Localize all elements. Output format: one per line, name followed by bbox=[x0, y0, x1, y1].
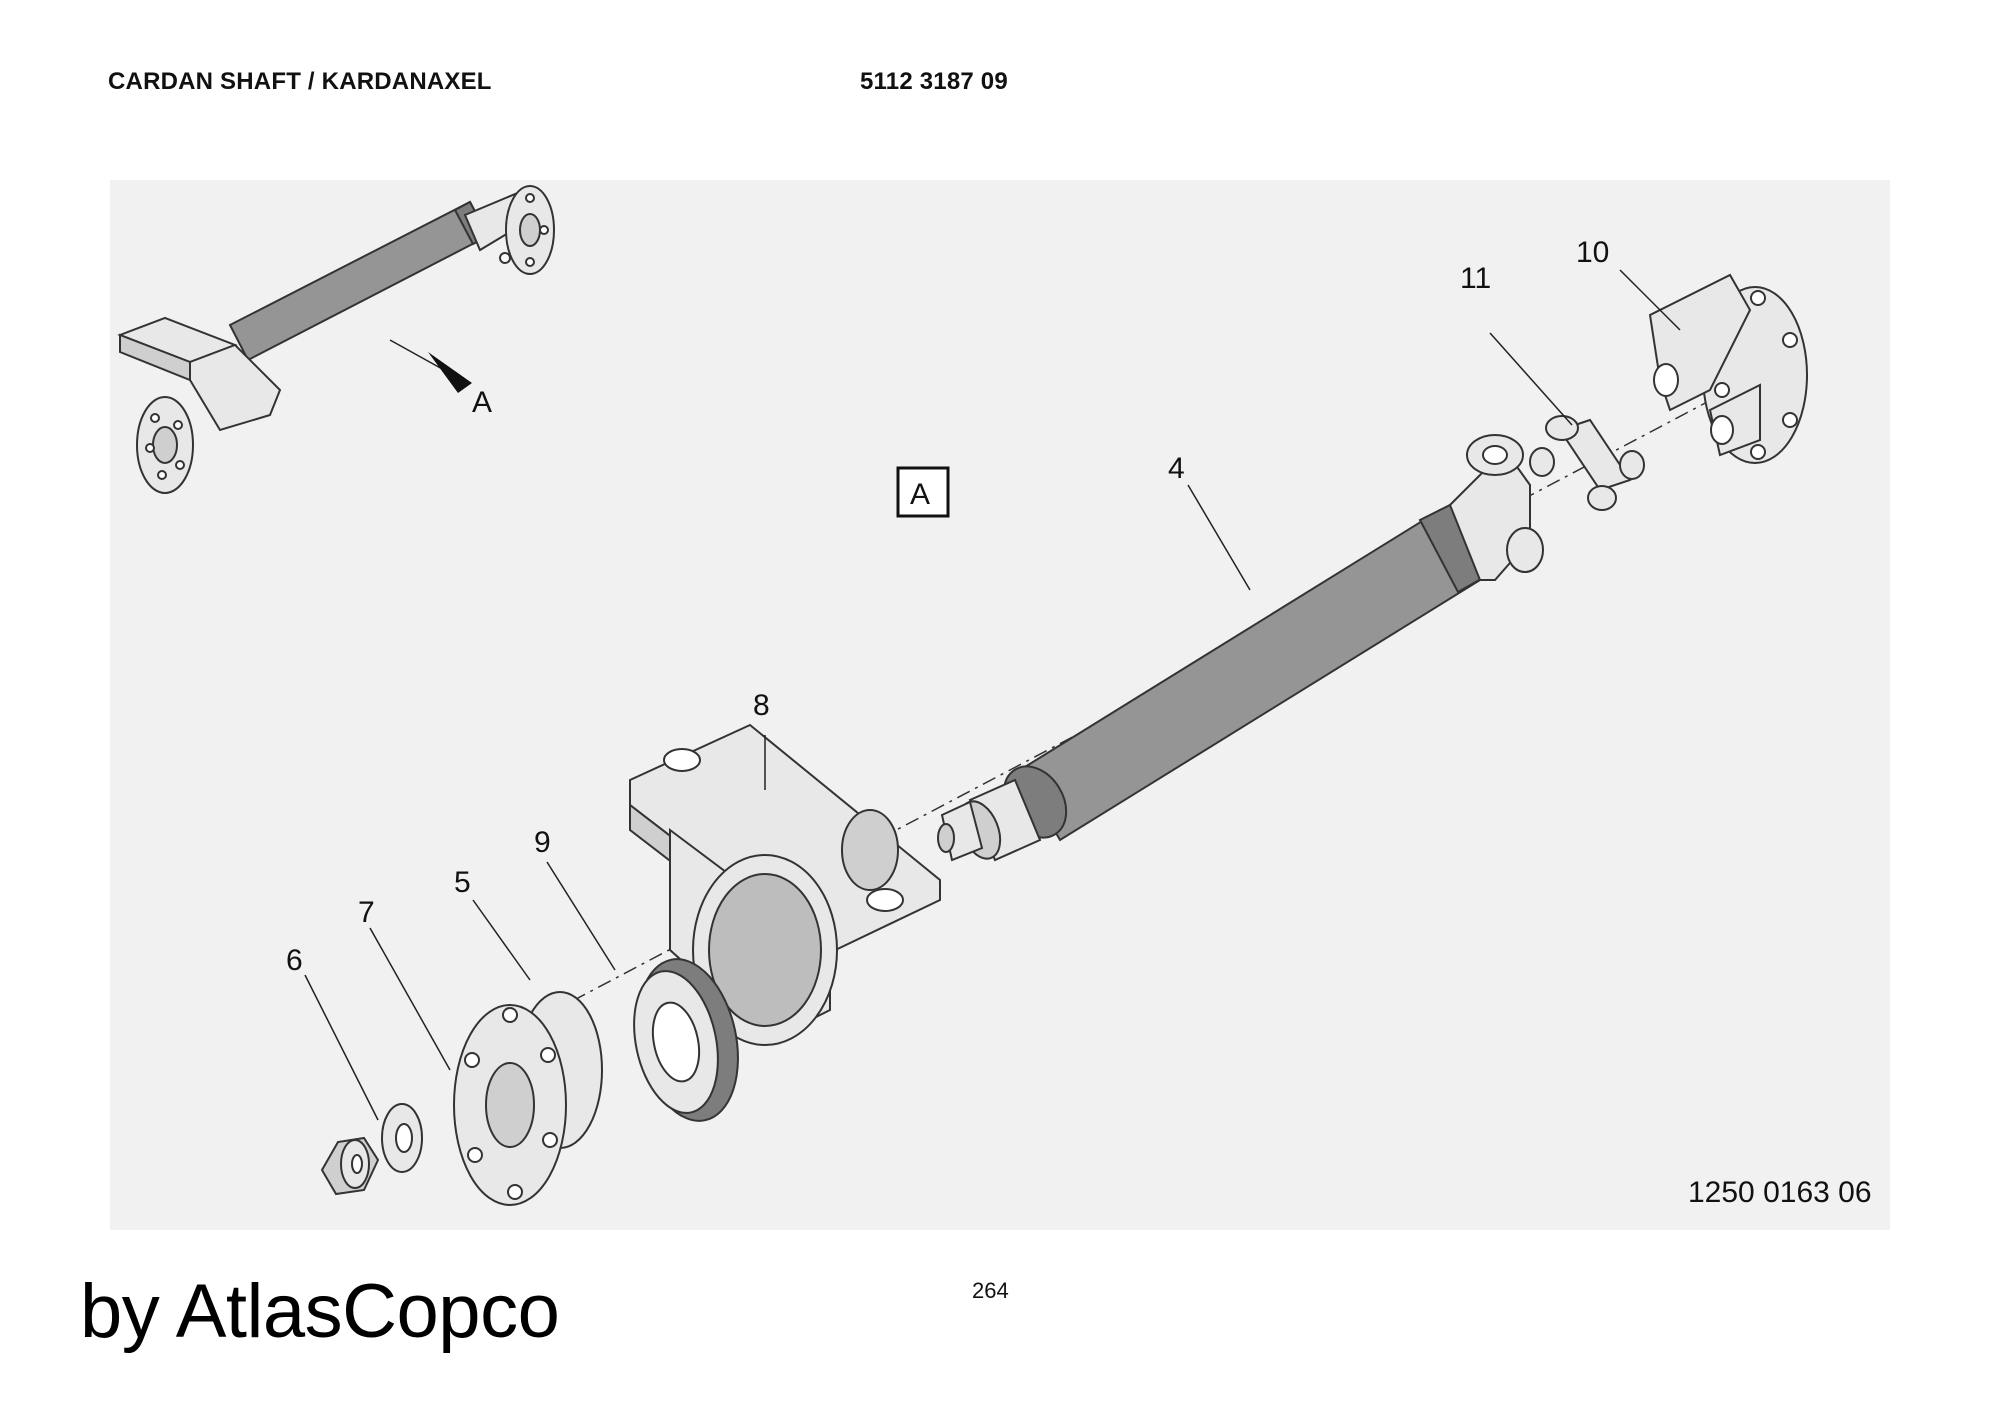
cross-cap-right bbox=[1619, 450, 1645, 480]
housing-rear-boss bbox=[841, 809, 899, 891]
housing-bore bbox=[708, 873, 822, 1027]
callout-8: 8 bbox=[753, 689, 770, 722]
exploded-parts-diagram: A A bbox=[110, 180, 1890, 1230]
document-title: CARDAN SHAFT / KARDANAXEL bbox=[108, 68, 492, 95]
nut-bore bbox=[351, 1154, 363, 1174]
callout-5: 5 bbox=[454, 866, 471, 899]
overview-cross-pin bbox=[499, 252, 511, 264]
overview-bracket-body bbox=[189, 343, 282, 432]
bearing-inner-ring bbox=[651, 1001, 701, 1083]
leader-7 bbox=[369, 927, 451, 1071]
part-cardan-tube bbox=[937, 434, 1544, 862]
detail-label-box: A bbox=[896, 466, 950, 518]
callout-4: 4 bbox=[1168, 452, 1185, 485]
cross-cap-top bbox=[1545, 415, 1579, 441]
callout-9: 9 bbox=[534, 826, 551, 859]
view-arrow-head bbox=[428, 352, 472, 393]
callout-6: 6 bbox=[286, 944, 303, 977]
cross-cap-bottom bbox=[1587, 485, 1617, 511]
overview-flange-hub bbox=[152, 426, 178, 464]
cross-body bbox=[1558, 418, 1632, 492]
callout-10: 10 bbox=[1576, 236, 1609, 269]
spline-thread-end bbox=[937, 823, 955, 853]
brand-signature: by AtlasCopco bbox=[80, 1269, 560, 1354]
part-ball-bearing bbox=[633, 958, 739, 1122]
part-universal-joint-cross bbox=[1529, 415, 1645, 511]
callout-11: 11 bbox=[1460, 262, 1491, 295]
cross-cap-left bbox=[1529, 447, 1555, 477]
leader-9 bbox=[546, 861, 616, 971]
view-arrow-label: A bbox=[472, 386, 492, 419]
leader-10 bbox=[1619, 269, 1681, 331]
leader-6 bbox=[304, 974, 379, 1121]
part-washer bbox=[381, 1103, 423, 1173]
document-number: 5112 3187 09 bbox=[860, 68, 1008, 95]
overview-end-flange-hub bbox=[519, 213, 541, 247]
part-flange bbox=[453, 991, 603, 1206]
flange-spline-bore bbox=[485, 1062, 535, 1148]
leader-11 bbox=[1489, 332, 1573, 426]
overview-assembly: A bbox=[117, 185, 555, 494]
cardan-yoke-ear-bottom bbox=[1506, 527, 1544, 573]
part-lock-nut bbox=[320, 1136, 380, 1196]
detail-label: A bbox=[910, 478, 930, 511]
leader-4 bbox=[1187, 484, 1251, 591]
diagram-background bbox=[110, 180, 1890, 1230]
part-bearing-housing bbox=[629, 723, 941, 1046]
callout-7: 7 bbox=[358, 896, 375, 929]
leader-5 bbox=[472, 899, 531, 981]
page-number: 264 bbox=[972, 1278, 1009, 1303]
drawing-reference-number: 1250 0163 06 bbox=[1688, 1176, 1872, 1209]
washer-hole bbox=[395, 1123, 413, 1153]
part-flange-yoke bbox=[1648, 273, 1808, 464]
